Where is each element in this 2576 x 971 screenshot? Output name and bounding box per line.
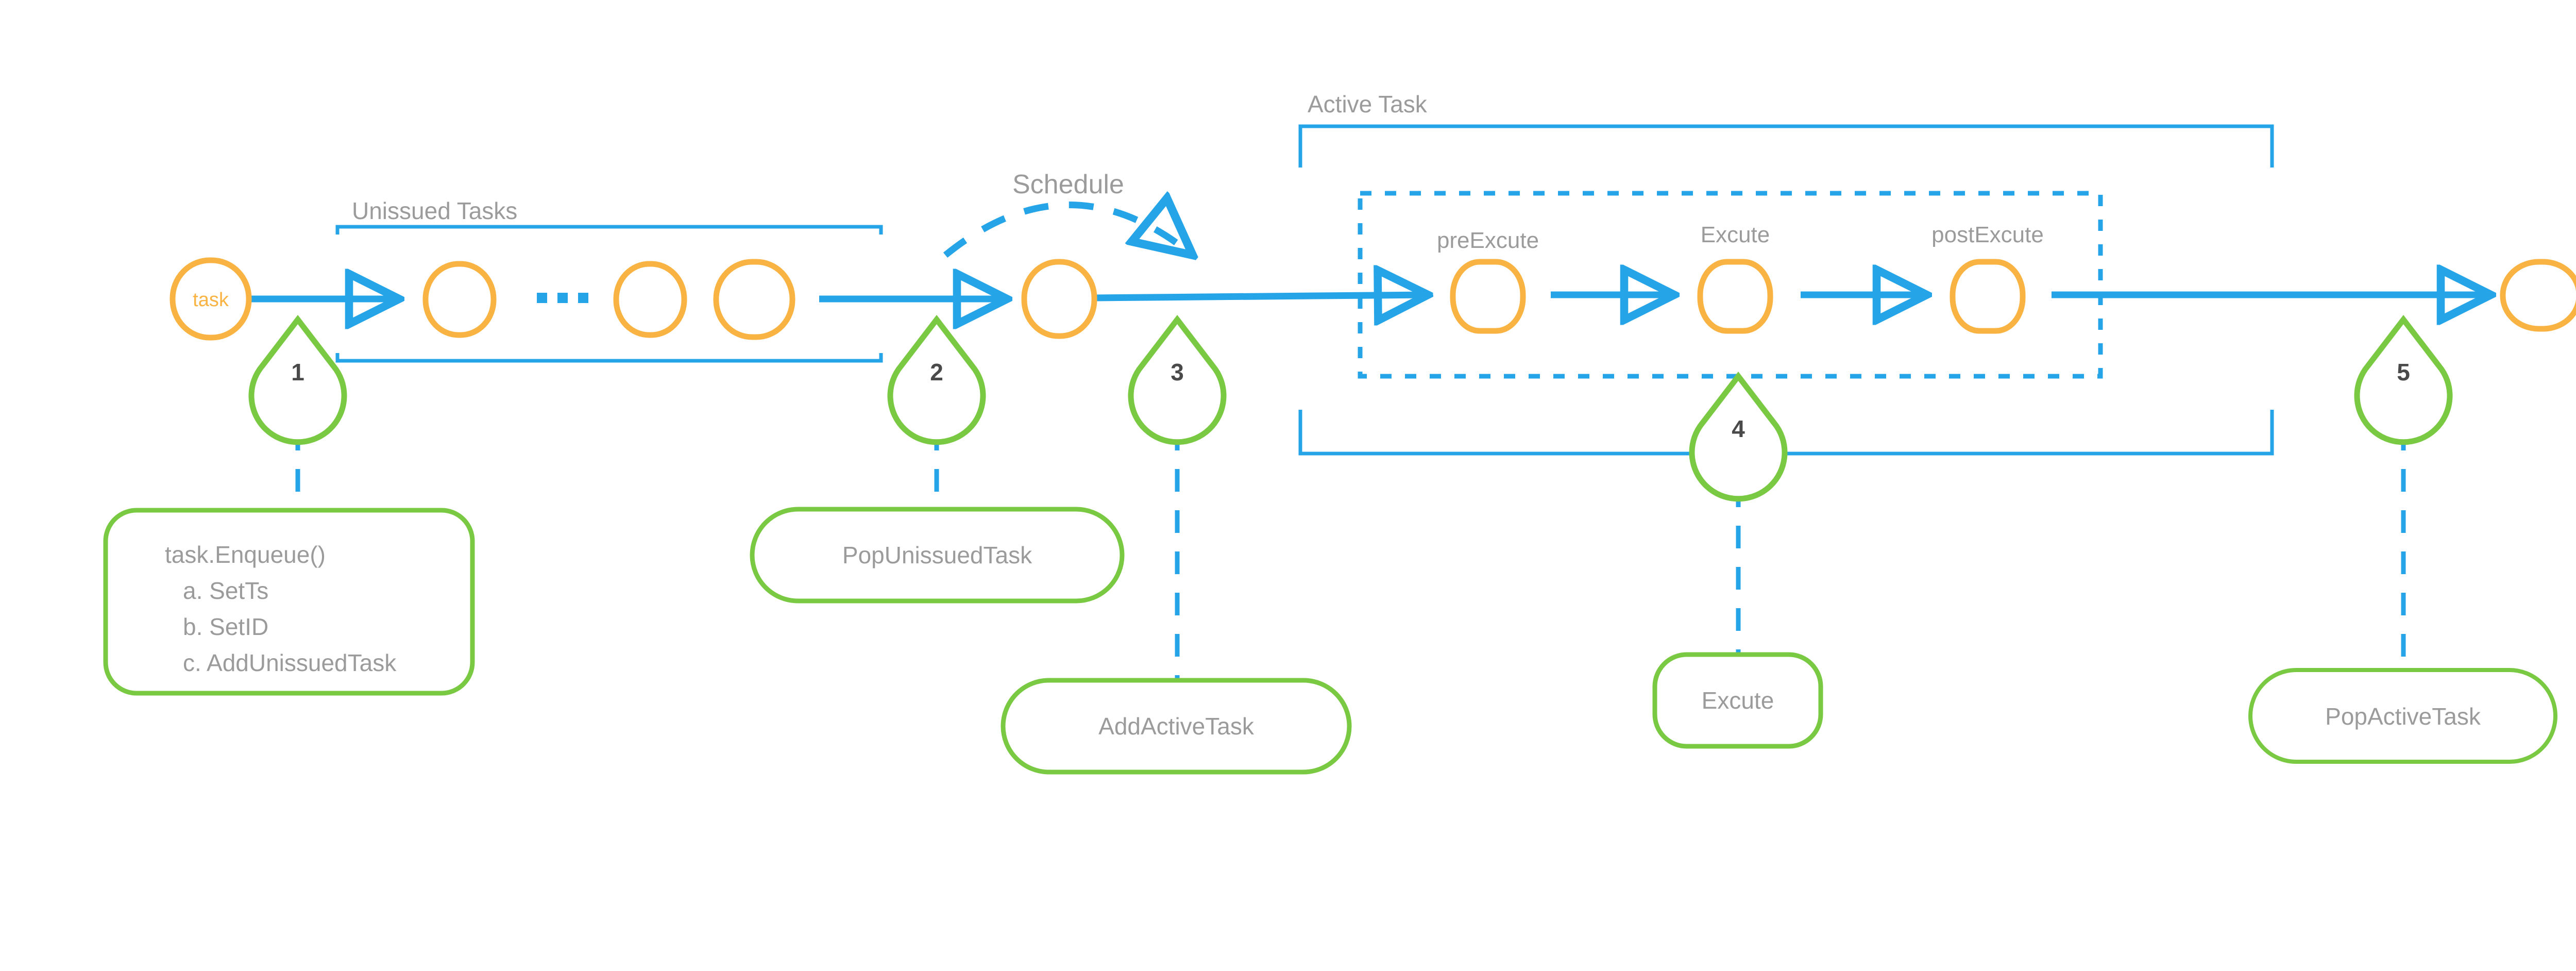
- callout-3-label: AddActiveTask: [1098, 713, 1255, 740]
- unissued-bracket-top: [335, 225, 883, 235]
- flow-arrow-schedule-to-preexecute: [1093, 295, 1428, 298]
- callout-5-label: PopActiveTask: [2325, 703, 2481, 730]
- node-preexecute: [1450, 259, 1526, 334]
- queue-ellipsis-icon: [537, 293, 588, 303]
- node-unissued-1: [422, 261, 497, 338]
- node-execute: [1697, 259, 1773, 334]
- callout-box-5: [2248, 668, 2557, 764]
- callout-4-label: Excute: [1702, 687, 1774, 714]
- execute-phase-dotted-box: [1358, 191, 2103, 379]
- callout-1-line-0: task.Enqueue(): [165, 541, 326, 568]
- region-label-unissued-tasks: Unissued Tasks: [352, 197, 517, 224]
- callout-1-line-3: c. AddUnissuedTask: [183, 649, 397, 676]
- marker-number-1: 1: [291, 359, 304, 386]
- callout-box-3: [1001, 678, 1352, 775]
- node-unissued-3: [713, 259, 795, 340]
- marker-pin-3: [1128, 314, 1227, 445]
- marker-pin-5: [2354, 314, 2453, 445]
- marker-number-2: 2: [930, 359, 943, 386]
- marker-pin-1: [248, 314, 347, 445]
- region-bracket-active-task: [1298, 124, 2274, 456]
- unissued-bracket-bottom: [335, 353, 883, 363]
- schedule-dashed-arrow: [943, 205, 1193, 256]
- active-bracket-top: [1298, 124, 2274, 168]
- node-task-source: [170, 257, 252, 341]
- node-scheduled: [1021, 259, 1097, 339]
- phase-label-preexecute: preExcute: [1437, 228, 1539, 253]
- phase-label-postexecute: postExcute: [1931, 222, 2044, 247]
- marker-pin-4: [1689, 371, 1788, 502]
- callout-box-1: [103, 508, 475, 696]
- callout-box-2: [750, 507, 1125, 604]
- callout-1-line-1: a. SetTs: [183, 577, 268, 604]
- marker-number-3: 3: [1171, 359, 1184, 386]
- marker-pin-2: [887, 314, 986, 445]
- region-bracket-unissued-tasks: [335, 225, 883, 363]
- marker-number-4: 4: [1732, 415, 1745, 442]
- phase-label-execute: Excute: [1701, 222, 1770, 247]
- marker-number-5: 5: [2397, 359, 2410, 386]
- callout-2-label: PopUnissuedTask: [842, 542, 1032, 568]
- node-task-source-label: task: [193, 289, 229, 311]
- callout-box-4: [1652, 652, 1823, 749]
- callout-1-line-2: b. SetID: [183, 613, 268, 640]
- node-unissued-2: [613, 261, 687, 338]
- node-done: [2500, 259, 2576, 332]
- node-postexecute: [1950, 259, 2026, 334]
- region-label-active-task: Active Task: [1308, 91, 1428, 118]
- schedule-label: Schedule: [1012, 170, 1124, 199]
